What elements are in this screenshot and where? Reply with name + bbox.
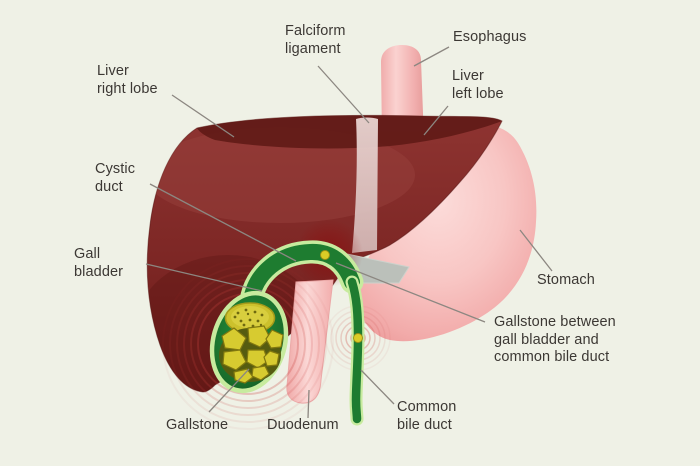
leader-common-bile-duct [360, 369, 395, 405]
gallstone-at-junction [320, 250, 330, 260]
label-esophagus: Esophagus [453, 29, 527, 45]
gallbladder-inflammation-rings [162, 258, 334, 430]
leader-falciform-ligament [317, 65, 370, 124]
leader-lines [145, 46, 553, 419]
leader-liver-left-lobe [423, 105, 449, 136]
label-stomach: Stomach [537, 272, 595, 288]
leader-gallstone-between [335, 262, 486, 323]
leader-gallstone [208, 368, 250, 413]
gallstone-cluster [219, 325, 284, 384]
gallstone-in-bile-duct [353, 333, 363, 343]
leader-cystic-duct [149, 183, 297, 262]
label-gallstone-between: Gallstone between gall bladder and commo… [494, 314, 616, 365]
label-liver-left-lobe: Liver left lobe [452, 68, 504, 102]
label-gall-bladder: Gall bladder [74, 246, 124, 280]
leader-duodenum [307, 389, 310, 419]
leader-gall-bladder [145, 263, 263, 292]
duodenum-shape [286, 279, 334, 404]
falciform-ligament-shape [352, 117, 378, 253]
stomach-shape [357, 123, 537, 342]
liver-sheen [147, 127, 415, 223]
leader-esophagus [413, 46, 450, 67]
label-liver-right-lobe: Liver right lobe [97, 63, 158, 97]
label-falciform-ligament: Falciform ligament [285, 23, 346, 57]
liver-top-face [197, 115, 502, 149]
leader-stomach [519, 229, 553, 272]
label-gallstone: Gallstone [166, 417, 229, 433]
label-common-bile-duct: Common bile duct [397, 399, 457, 433]
common-bile-duct-shape [345, 275, 365, 426]
leader-liver-right-lobe [171, 94, 235, 138]
label-duodenum: Duodenum [267, 417, 339, 433]
label-cystic-duct: Cystic duct [95, 161, 136, 195]
